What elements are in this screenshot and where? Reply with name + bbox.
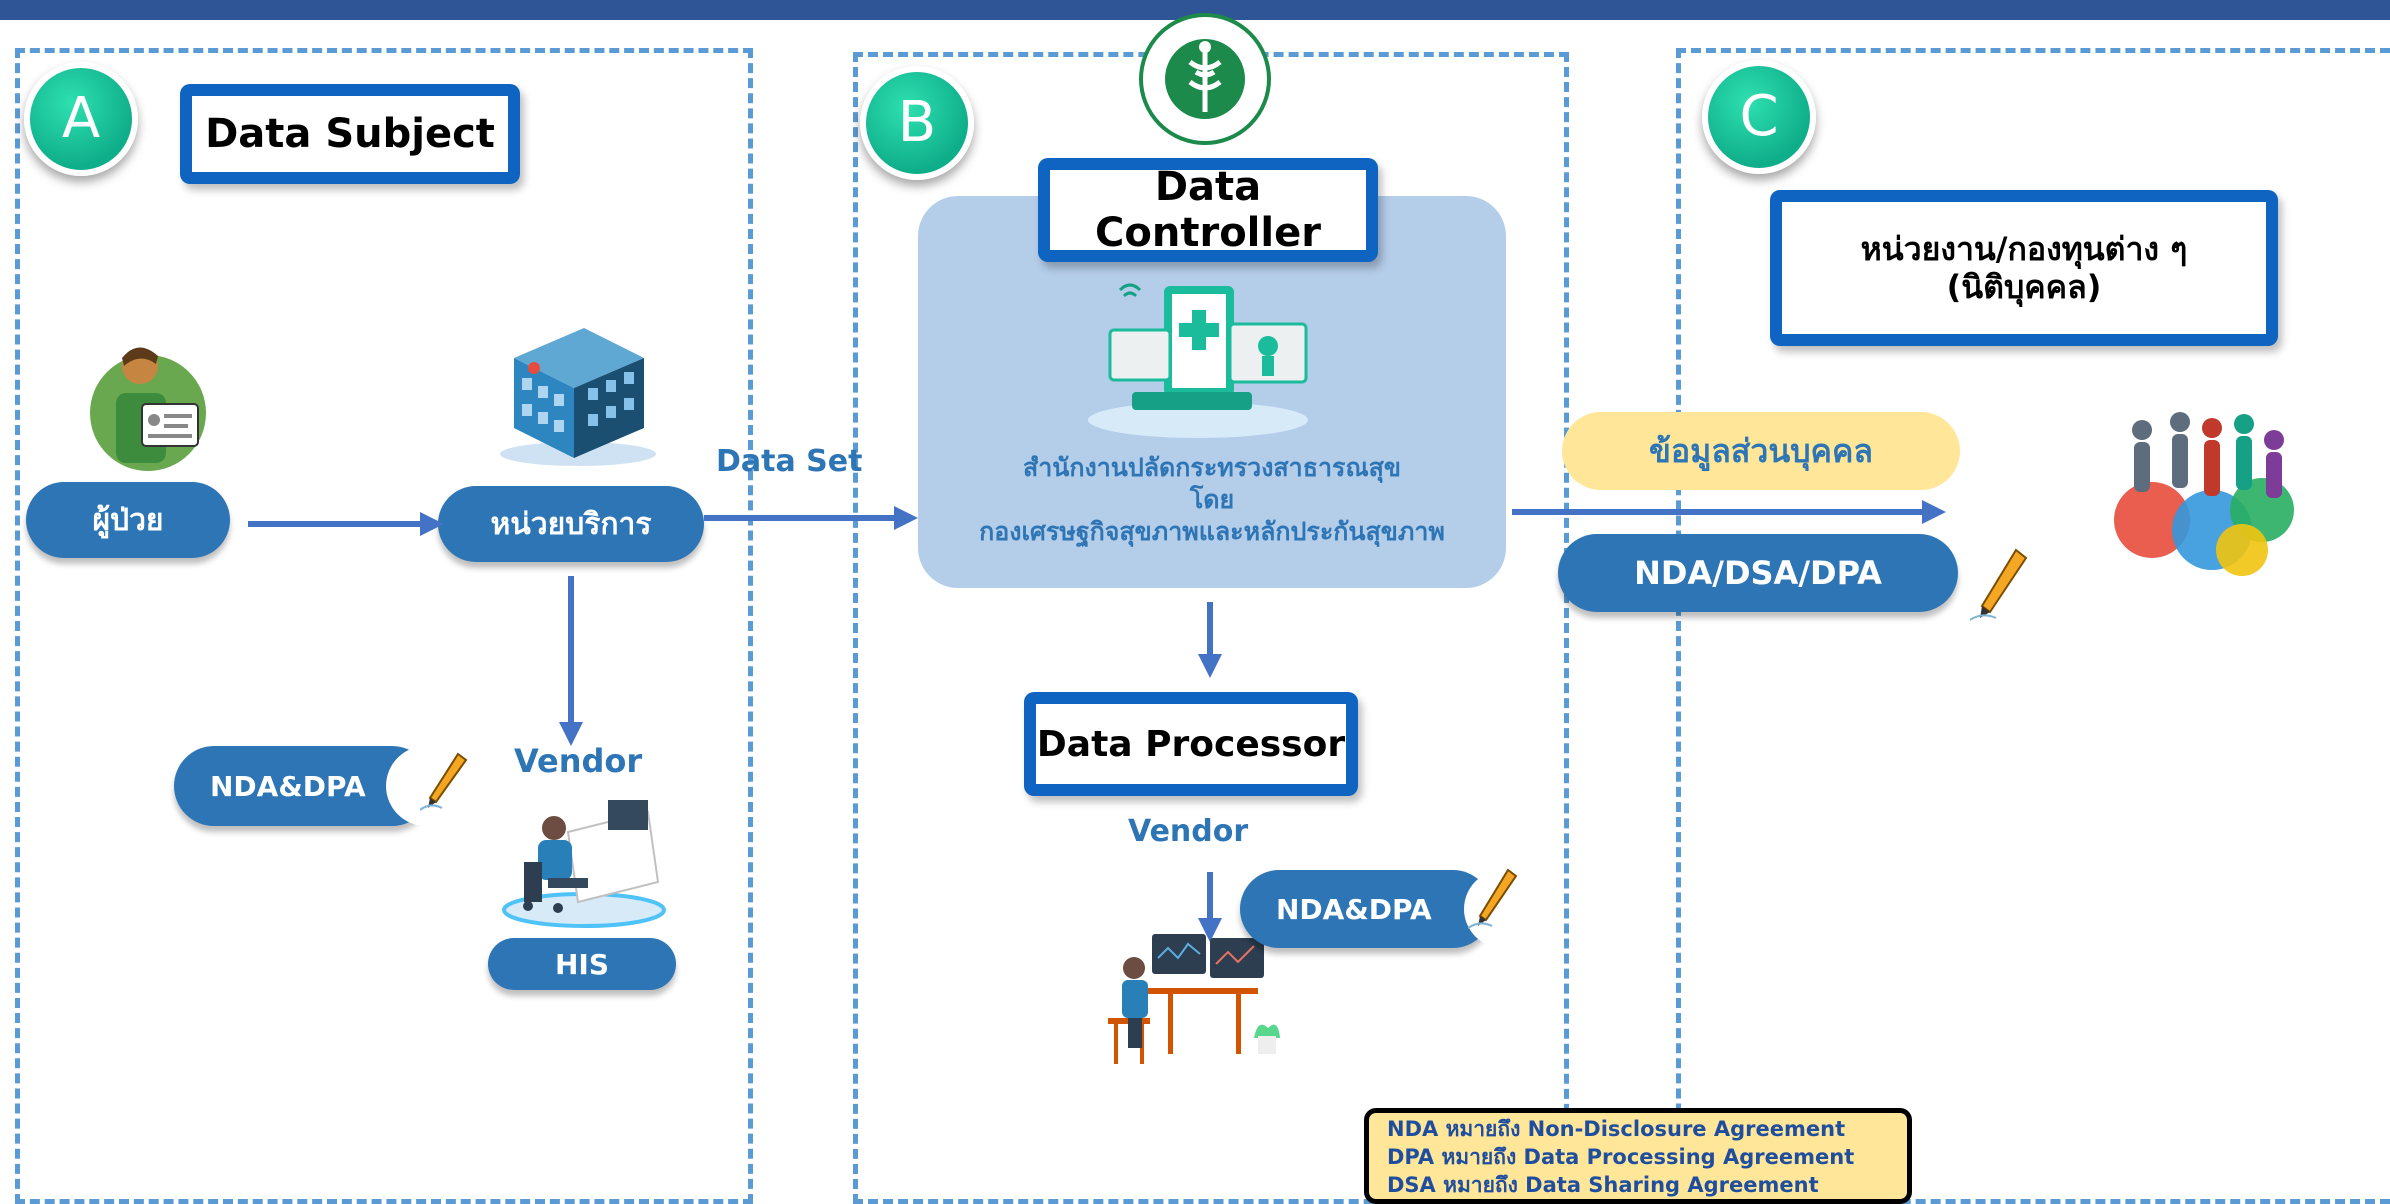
arrow-controller-to-entities [1512, 509, 1928, 515]
patient-pill: ผู้ป่วย [26, 482, 230, 558]
controller-line3: กองเศรษฐกิจสุขภาพและหลักประกันสุขภาพ [979, 517, 1445, 546]
patient-illustration [88, 338, 208, 478]
arrow-head [420, 512, 444, 536]
pen-icon [419, 752, 470, 812]
badge-a: A [24, 62, 138, 176]
patient-label: ผู้ป่วย [92, 502, 164, 538]
arrow-head [559, 722, 583, 746]
arrow-head [1198, 654, 1222, 678]
panel-legal-entities [1676, 48, 2390, 1204]
badge-c: C [1702, 60, 1816, 174]
arrow-head [1922, 500, 1946, 524]
legal-entities-line1: หน่วยงาน/กองทุนต่าง ๆ [1860, 230, 2188, 268]
top-bar [0, 0, 2390, 20]
badge-b: B [860, 66, 974, 180]
arrow-controller-to-processor [1207, 602, 1213, 656]
arrow-vendor-to-dev [1207, 872, 1213, 922]
personal-data-pill: ข้อมูลส่วนบุคคล [1562, 412, 1960, 490]
legal-entities-line2: (นิติบุคคล) [1946, 268, 2102, 306]
data-controller-label: Data Controller [1095, 164, 1321, 256]
his-pill: HIS [488, 938, 676, 990]
pen-icon [1467, 868, 1520, 932]
service-unit-pill: หน่วยบริการ [438, 486, 704, 562]
personal-data-label: ข้อมูลส่วนบุคคล [1649, 431, 1873, 470]
ministry-logo [1138, 12, 1272, 146]
controller-line2: โดย [1189, 485, 1235, 514]
people-gears-illustration [2102, 400, 2298, 580]
pen-icon [1969, 548, 2030, 624]
nda-dsa-dpa-pill: NDA/DSA/DPA [1558, 534, 1958, 612]
data-processor-label: Data Processor [1036, 723, 1346, 765]
data-processor-title: Data Processor [1024, 692, 1358, 796]
vendor-workstation-illustration [498, 782, 668, 932]
pill-tail [386, 746, 466, 826]
legend-dsa: DSA หมายถึง Data Sharing Agreement [1387, 1173, 1819, 1197]
arrow-unit-to-controller [704, 515, 898, 521]
controller-description: สำนักงานปลัดกระทรวงสาธารณสุข โดย กองเศรษ… [930, 452, 1494, 548]
his-label: HIS [554, 947, 610, 981]
nda-dpa-b-label: NDA&DPA [1276, 892, 1432, 926]
nda-dsa-dpa-label: NDA/DSA/DPA [1634, 554, 1882, 592]
hospital-illustration [494, 312, 660, 468]
controller-line1: สำนักงานปลัดกระทรวงสาธารณสุข [1023, 453, 1401, 482]
vendor-a-label: Vendor [514, 742, 643, 780]
legal-entities-title: หน่วยงาน/กองทุนต่าง ๆ (นิติบุคคล) [1770, 190, 2278, 346]
panel-data-subject [15, 48, 753, 1204]
vendor-b-label: Vendor [1128, 814, 1249, 849]
legend-box: NDA หมายถึง Non-Disclosure Agreement DPA… [1364, 1108, 1912, 1204]
developer-illustration [1108, 928, 1288, 1068]
medical-tech-illustration [1080, 270, 1316, 440]
service-unit-label: หน่วยบริการ [490, 506, 652, 542]
arrow-unit-to-vendor [568, 576, 574, 726]
nda-dpa-a-label: NDA&DPA [210, 769, 366, 803]
arrow-head [894, 506, 918, 530]
data-subject-title: Data Subject [180, 84, 520, 184]
arrow-patient-to-unit [248, 521, 424, 527]
legend-dpa: DPA หมายถึง Data Processing Agreement [1387, 1145, 1855, 1169]
nda-dpa-b-pill: NDA&DPA [1240, 870, 1492, 948]
data-subject-label: Data Subject [205, 111, 495, 157]
data-set-label: Data Set [716, 444, 863, 479]
data-controller-title: Data Controller [1038, 158, 1378, 262]
legend-nda: NDA หมายถึง Non-Disclosure Agreement [1387, 1117, 1846, 1141]
